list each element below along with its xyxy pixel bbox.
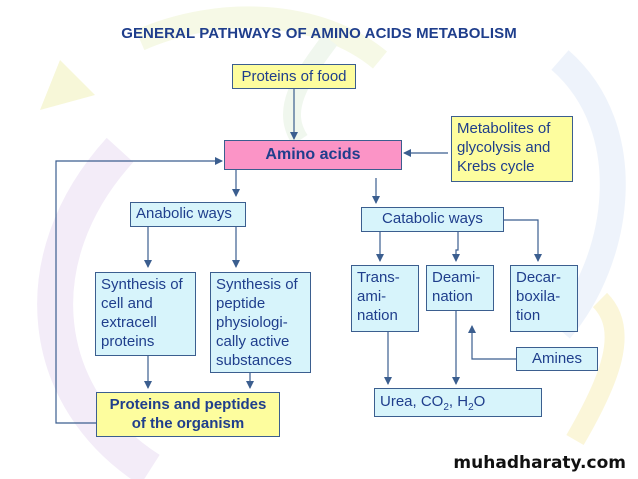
node-urea-co2-h2o: Urea, CO2, H2O bbox=[374, 388, 542, 417]
node-catabolic-ways: Catabolic ways bbox=[361, 207, 504, 232]
diagram-title: GENERAL PATHWAYS OF AMINO ACIDS METABOLI… bbox=[121, 25, 517, 42]
urea-text-part: , H bbox=[448, 393, 469, 410]
node-synthesis-peptide: Synthesis of peptide physiologi-cally ac… bbox=[210, 272, 311, 373]
node-synthesis-cell-proteins: Synthesis of cell and extracell proteins bbox=[95, 272, 196, 356]
node-amines: Amines bbox=[516, 347, 598, 371]
node-amino-acids: Amino acids bbox=[224, 140, 402, 170]
urea-text-part: Urea, CO bbox=[380, 393, 444, 410]
node-proteins-of-organism: Proteins and peptides of the organism bbox=[96, 392, 280, 437]
node-transamination: Trans-ami-nation bbox=[351, 265, 419, 332]
urea-text-part: O bbox=[473, 393, 486, 410]
node-proteins-of-food: Proteins of food bbox=[232, 64, 356, 89]
node-decarboxilation: Decar-boxila-tion bbox=[510, 265, 578, 332]
watermark: muhadharaty.com bbox=[453, 453, 626, 473]
urea-sub-h2o: 2 bbox=[468, 402, 474, 413]
node-metabolites: Metabolites of glycolysis and Krebs cycl… bbox=[451, 116, 573, 182]
node-deamination: Deami-nation bbox=[426, 265, 494, 311]
node-anabolic-ways: Anabolic ways bbox=[130, 202, 246, 227]
urea-sub-co2: 2 bbox=[443, 402, 449, 413]
